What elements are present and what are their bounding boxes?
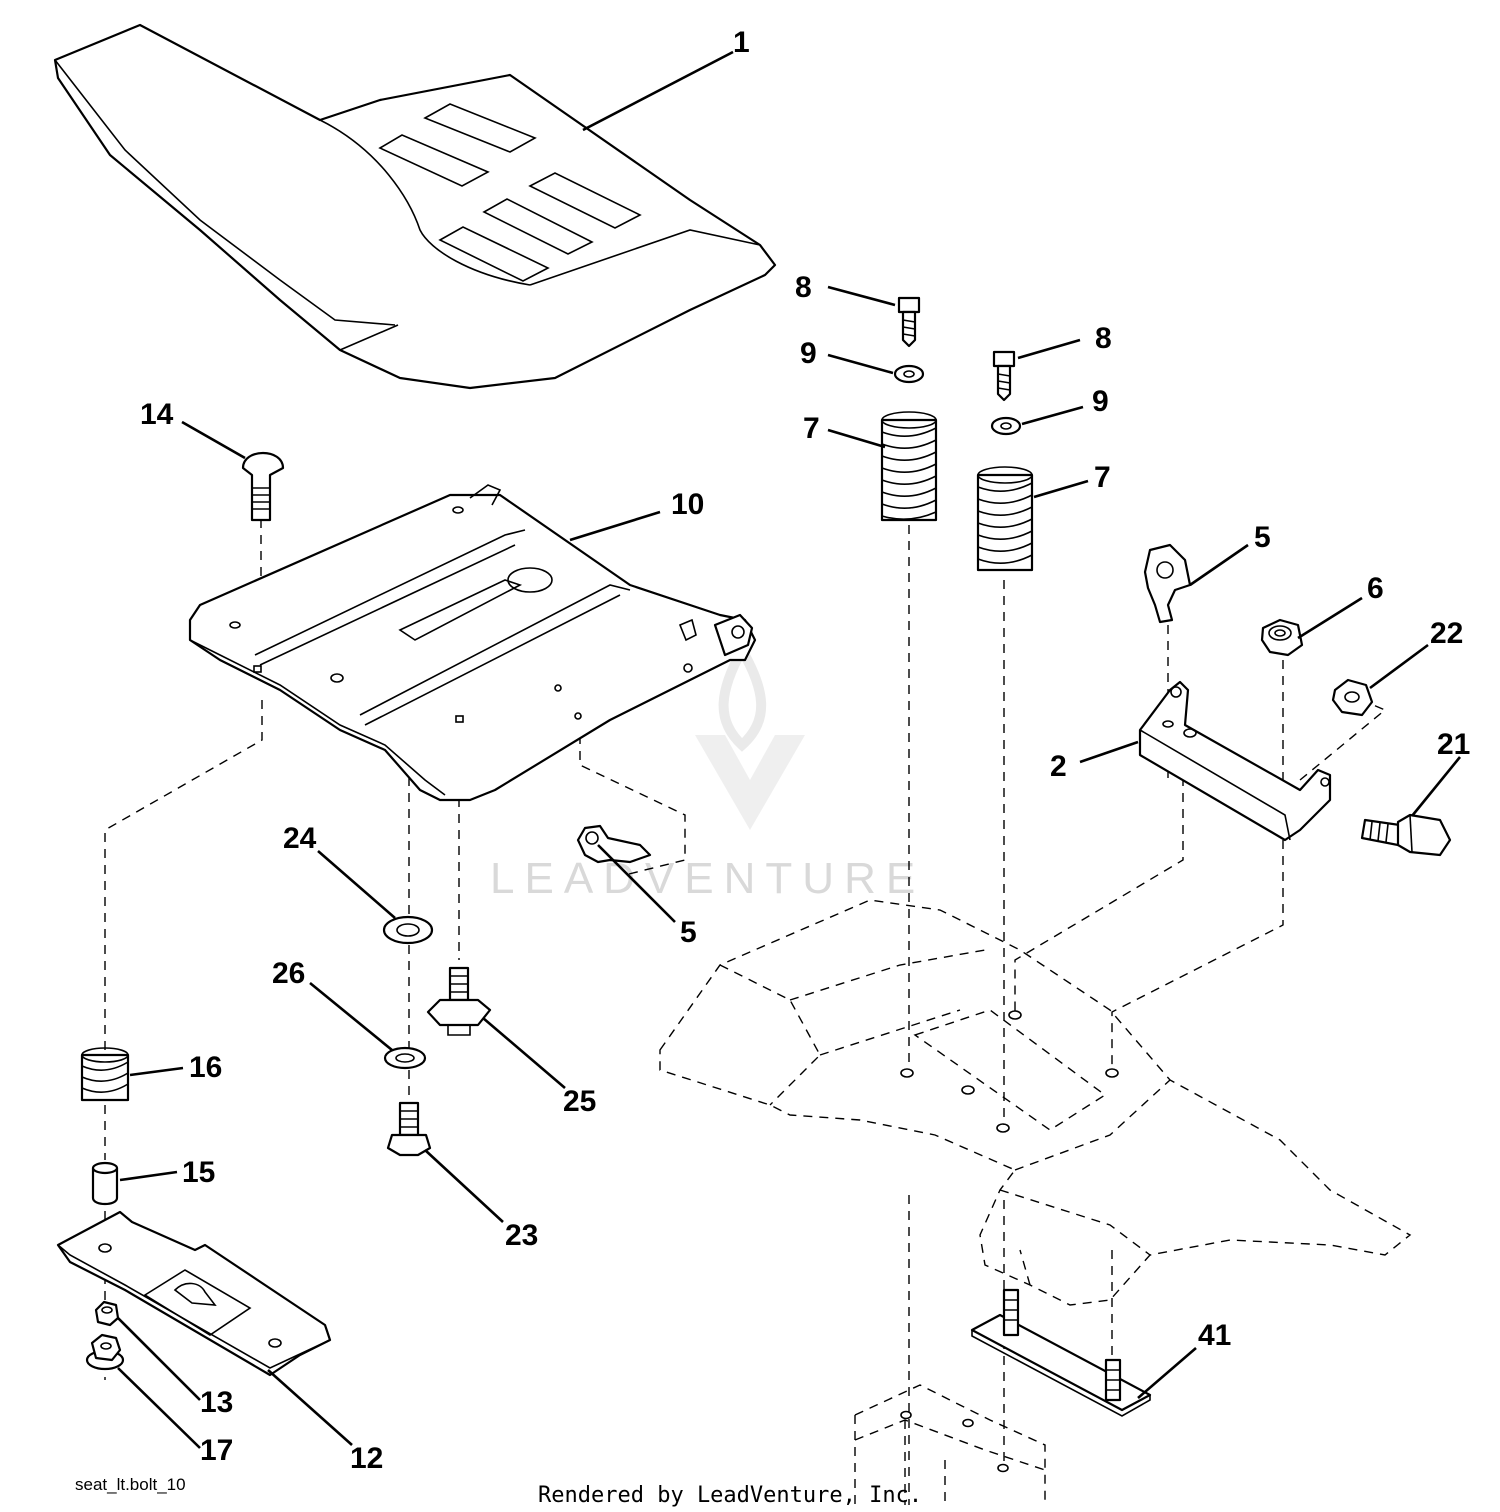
- seat-pan: [188, 484, 757, 802]
- shoulder-screw: [426, 966, 492, 1036]
- hex-bolt: [386, 1101, 432, 1157]
- callout-9-left: 9: [800, 337, 817, 370]
- shoulder-bolt: [1360, 813, 1452, 857]
- callout-22: 22: [1430, 617, 1463, 650]
- carriage-bolt: [241, 452, 285, 522]
- lock-nut: [1260, 618, 1304, 657]
- callout-5-lower: 5: [680, 916, 697, 949]
- washer-9-right: [990, 416, 1022, 436]
- callout-7-left: 7: [803, 412, 820, 445]
- callout-15: 15: [182, 1156, 215, 1189]
- bolt-8-left: [897, 296, 921, 348]
- slide-plate: [56, 1210, 332, 1377]
- callout-24: 24: [283, 822, 317, 855]
- nut-13: [94, 1300, 120, 1327]
- leader-lines: [117, 50, 1462, 1449]
- callout-8-left: 8: [795, 271, 812, 304]
- callout-17: 17: [200, 1434, 233, 1467]
- flat-washer: [382, 915, 434, 945]
- callouts: 1 8 8 9 9 7 7 14 10 5 6 22 2 21 24 5 26 …: [140, 26, 1470, 1475]
- hex-nut: [1331, 678, 1374, 717]
- seat: [53, 23, 777, 390]
- callout-14: 14: [140, 398, 174, 431]
- callout-25: 25: [563, 1085, 596, 1118]
- callout-12: 12: [350, 1442, 383, 1475]
- spring-16: [80, 1047, 130, 1102]
- seat-bracket: [1138, 680, 1332, 842]
- callout-23: 23: [505, 1219, 538, 1252]
- spring-7-right: [976, 466, 1034, 572]
- render-credit: Rendered by LeadVenture, Inc.: [538, 1483, 922, 1508]
- callout-2: 2: [1050, 750, 1067, 783]
- washer-9-left: [893, 364, 925, 384]
- callout-13: 13: [200, 1386, 233, 1419]
- spacer: [91, 1161, 119, 1206]
- clip-5-upper: [1143, 543, 1192, 624]
- watermark-logo: [695, 639, 805, 830]
- callout-1: 1: [733, 26, 750, 59]
- clip-5-lower: [576, 824, 652, 864]
- callout-7-right: 7: [1094, 461, 1111, 494]
- spring-7-left: [880, 411, 938, 522]
- callout-41: 41: [1198, 1319, 1231, 1352]
- callout-5-upper: 5: [1254, 521, 1271, 554]
- lock-washer: [383, 1046, 427, 1070]
- flange-nut: [85, 1333, 125, 1371]
- callout-6: 6: [1367, 572, 1384, 605]
- diagram-filename: seat_lt.bolt_10: [75, 1475, 186, 1494]
- callout-10: 10: [671, 488, 704, 521]
- callout-16: 16: [189, 1051, 222, 1084]
- callout-21: 21: [1437, 728, 1470, 761]
- bolt-8-right: [992, 350, 1016, 402]
- frame-fender-outline: [659, 899, 1412, 1306]
- stud-plate: [970, 1288, 1152, 1417]
- watermark-text: LEADVENTURE: [490, 854, 925, 903]
- callout-26: 26: [272, 957, 305, 990]
- lower-frame-bracket: [854, 1384, 1046, 1505]
- callout-9-right: 9: [1092, 385, 1109, 418]
- callout-8-right: 8: [1095, 322, 1112, 355]
